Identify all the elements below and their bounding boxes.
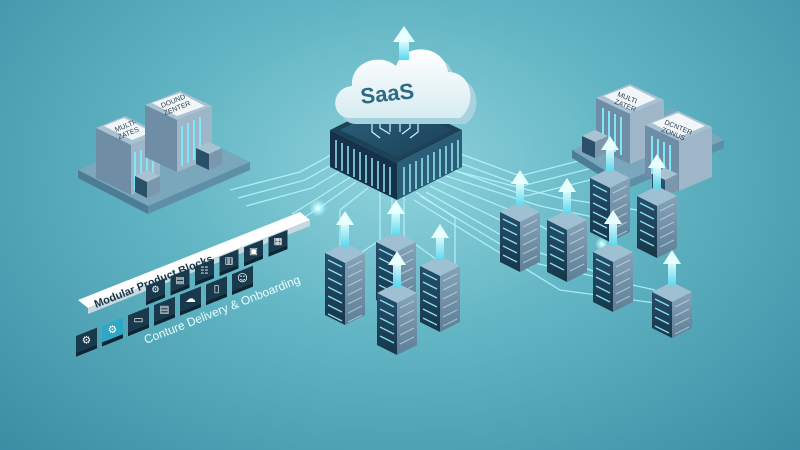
server-stacks <box>325 136 692 355</box>
document-icon: ▤ <box>176 275 185 286</box>
gear-icon: ⚙ <box>82 334 91 346</box>
cloud-upload-arrow-icon <box>393 26 415 60</box>
server-rack-4 <box>377 251 417 355</box>
datacenter-left: MULTI-ZATES DOUNDZENTER <box>78 91 250 214</box>
file-icon: ▥ <box>225 256 234 267</box>
upload-arrow-icon <box>336 211 354 247</box>
modular-product-strip: Modular Product Blocks ⚙▤☷▥▣▦ ⚙⚙▭▤☁▯☺ Co… <box>76 212 310 357</box>
upload-arrow-icon <box>663 250 681 286</box>
upload-arrow-icon <box>601 136 619 172</box>
gear-accent-icon: ⚙ <box>108 324 117 336</box>
upload-arrow-icon <box>387 200 405 236</box>
module-top-tiles: ⚙ ▤ ☷ ▥ ▣ ▦ <box>146 229 288 306</box>
upload-arrow-icon <box>604 210 622 246</box>
module-tile-file-icon: ▥ <box>219 249 239 277</box>
upload-arrow-icon <box>558 178 576 214</box>
upload-arrow-icon <box>648 154 666 190</box>
settings-icon: ⚙ <box>151 285 160 296</box>
mobile-icon: ▯ <box>214 283 220 295</box>
module-tile-document-icon: ▤ <box>154 296 175 326</box>
computer-icon: ▭ <box>134 314 144 326</box>
cloud-icon: ☁ <box>185 293 196 305</box>
document-icon: ▤ <box>160 303 170 315</box>
module-tile-computer-icon: ▭ <box>128 307 149 337</box>
module-tile-gear-accent-icon: ⚙ <box>102 317 123 347</box>
module-tile-gear-icon: ⚙ <box>76 327 97 357</box>
server-rack-6 <box>547 178 587 282</box>
module-tile-users-icon: ☷ <box>195 259 214 286</box>
cloud-label: SaaS <box>359 78 415 108</box>
module-tile-user-icon: ☺ <box>232 265 253 295</box>
module-tile-table-icon: ▦ <box>268 229 288 257</box>
saas-cloud-icon: SaaS <box>335 49 477 124</box>
server-rack-9 <box>593 210 633 312</box>
server-rack-7 <box>590 136 630 242</box>
module-tile-user-card-icon: ▣ <box>244 239 263 267</box>
user-icon: ☺ <box>237 273 248 285</box>
server-rack-1 <box>325 211 365 325</box>
module-tile-document-icon: ▤ <box>170 268 190 296</box>
server-rack-10 <box>652 250 692 338</box>
users-icon: ☷ <box>200 265 209 276</box>
table-icon: ▦ <box>274 236 283 247</box>
upload-arrow-icon <box>511 170 529 206</box>
module-tile-mobile-icon: ▯ <box>206 276 227 306</box>
server-rack-5 <box>500 170 540 272</box>
server-rack-3 <box>420 224 460 332</box>
module-bottom-tiles: ⚙⚙▭▤☁▯☺ <box>76 265 253 357</box>
module-tile-settings-icon: ⚙ <box>146 278 165 306</box>
upload-arrow-icon <box>431 224 449 260</box>
module-tile-cloud-icon: ☁ <box>180 286 201 316</box>
server-rack-8 <box>637 154 677 258</box>
user-card-icon: ▣ <box>249 246 258 257</box>
upload-arrow-icon <box>388 251 406 287</box>
